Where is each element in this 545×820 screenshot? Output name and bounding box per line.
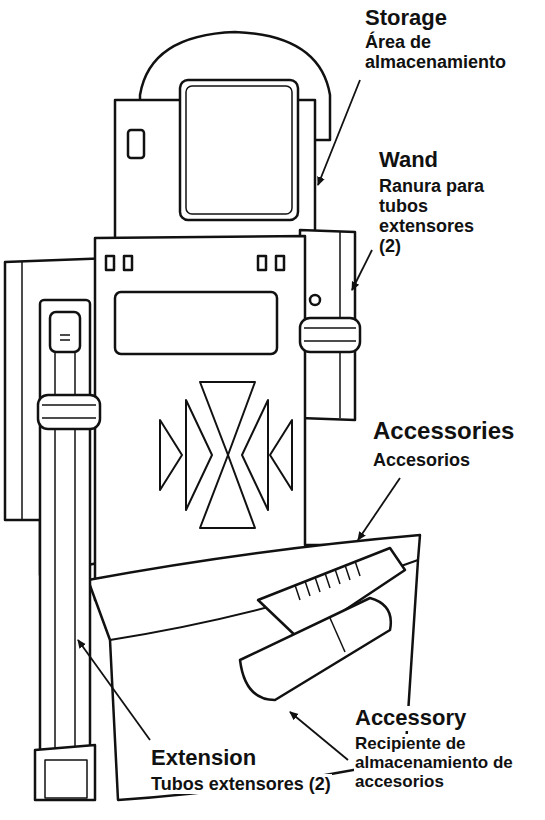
- part-label: Accessory: [354, 706, 467, 731]
- extension-wand: [40, 300, 90, 790]
- latch: [128, 130, 144, 158]
- main-panel: [95, 236, 330, 600]
- diamond-emblem: [160, 382, 292, 528]
- crevice-tool: [240, 598, 391, 700]
- part-label: Tubos extensores (2): [150, 774, 332, 794]
- part-label: Ranura para tubos extensores (2): [378, 176, 490, 257]
- window: [180, 80, 298, 220]
- leader-lines: [78, 80, 400, 760]
- part-label: Wand: [378, 148, 439, 173]
- part-label: Accesorios: [372, 450, 471, 470]
- part-label: Accessories: [372, 418, 515, 445]
- part-label: Área de almacenamiento: [364, 32, 531, 72]
- part-label: Storage: [364, 6, 448, 31]
- wand-clip: [300, 318, 360, 352]
- panel-slot: [115, 292, 277, 354]
- part-label: Extension: [150, 746, 257, 771]
- base-foot: [35, 745, 95, 800]
- part-label: Recipiente de almacenamiento de accesori…: [354, 734, 536, 791]
- wand-clip: [38, 395, 100, 429]
